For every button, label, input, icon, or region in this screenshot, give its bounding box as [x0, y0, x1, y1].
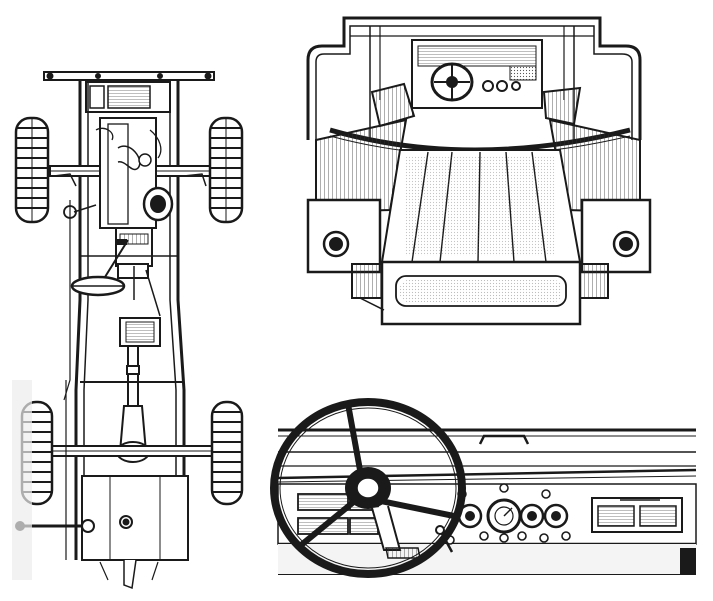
front-left-wheel	[14, 116, 50, 224]
right-seat	[542, 86, 582, 126]
chassis-top-view	[14, 71, 244, 590]
dashboard-steering-wheel	[270, 398, 466, 578]
front-bumper	[43, 71, 215, 81]
front-right-wheel	[208, 116, 244, 224]
propeller-shaft	[127, 345, 139, 407]
rear-fuel-tank	[81, 475, 189, 561]
rear-right-wheel	[210, 400, 244, 506]
dashboard-view	[270, 398, 697, 578]
frame-rail-left	[74, 80, 82, 560]
left-seat	[370, 82, 416, 128]
rear-cargo-view	[306, 16, 652, 326]
roll-bar-outer	[306, 16, 642, 140]
left-vent-top	[297, 493, 349, 511]
dash-grab-handle	[478, 434, 530, 445]
